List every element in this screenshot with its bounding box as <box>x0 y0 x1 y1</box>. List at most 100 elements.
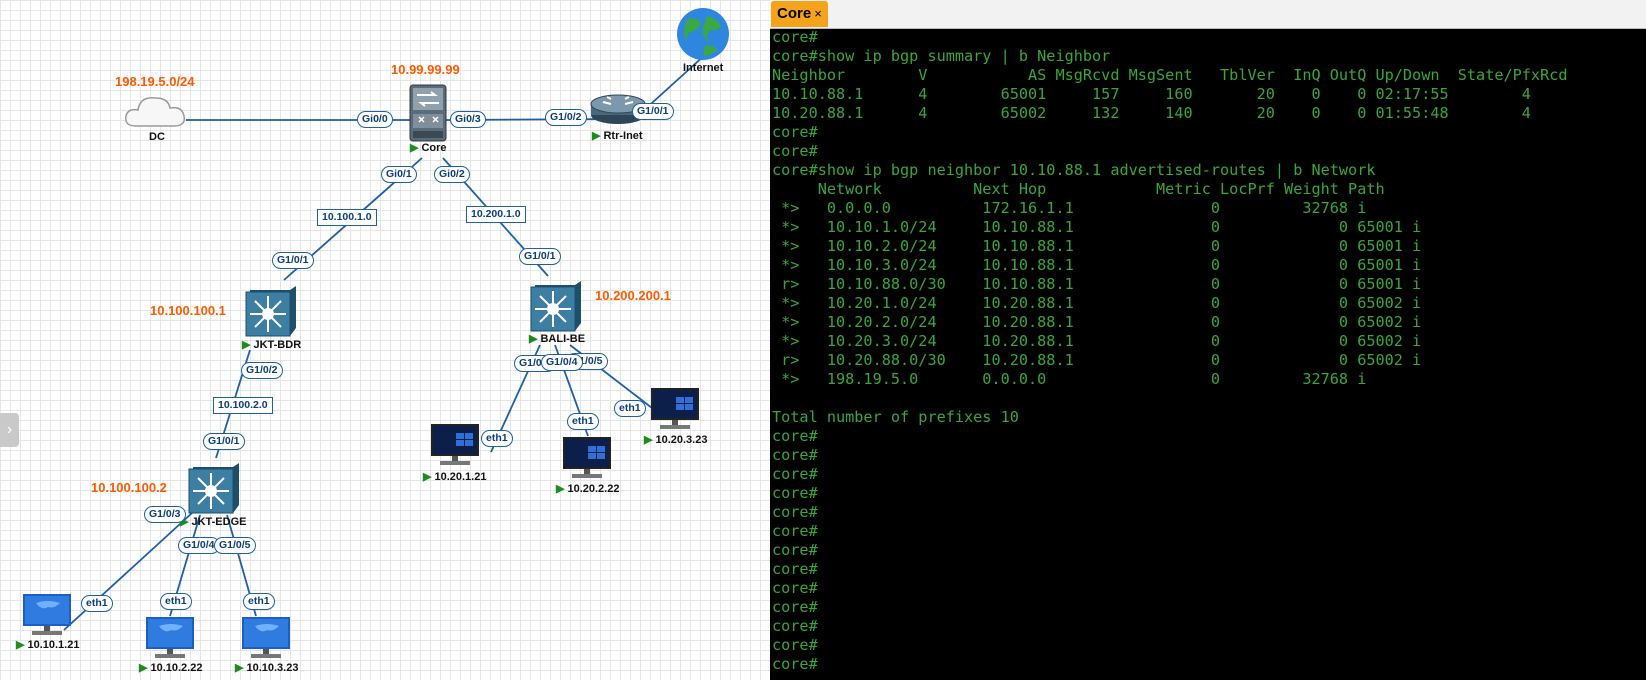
rtr-inet-name: Rtr-Inet <box>603 130 643 142</box>
bali-be-ip-label: 10.200.200.1 <box>595 288 671 303</box>
play-triangle-icon: ▶ <box>529 333 538 345</box>
play-triangle-icon: ▶ <box>139 662 148 674</box>
dc-label: DC <box>149 131 165 143</box>
port-core-gi0-3[interactable]: Gi0/3 <box>450 111 486 128</box>
pc-monitor-icon <box>242 617 290 658</box>
chevron-right-icon: › <box>6 421 13 438</box>
terminal-line: Total number of prefixes 10 <box>772 408 1019 426</box>
tab-core[interactable]: Core× <box>771 1 828 27</box>
port-pc1022-eth1[interactable]: eth1 <box>160 593 192 610</box>
core-node[interactable] <box>409 84 447 147</box>
pc-10-20-2-22-label: ▶10.20.2.22 <box>556 482 619 495</box>
close-icon[interactable]: × <box>814 6 822 21</box>
port-pc2021-eth1[interactable]: eth1 <box>481 430 513 447</box>
port-pc2022-eth1[interactable]: eth1 <box>567 413 599 430</box>
topology-links <box>63 53 707 631</box>
port-core-gi0-1[interactable]: Gi0/1 <box>381 166 417 183</box>
terminal-line: r> 10.10.88.0/30 10.10.88.1 0 0 65001 i <box>772 275 1422 293</box>
port-bali-g1-0-4[interactable]: G1/0/4 <box>541 354 583 371</box>
subnet-core-bdr[interactable]: 10.100.1.0 <box>317 209 377 226</box>
terminal-line: core# <box>772 465 818 483</box>
play-triangle-icon: ▶ <box>592 130 601 142</box>
pc-10-10-3-23[interactable] <box>241 616 291 665</box>
terminal-line: core# <box>772 579 818 597</box>
terminal-line: *> 10.20.2.0/24 10.20.88.1 0 0 65002 i <box>772 313 1422 331</box>
terminal-panel[interactable]: Core× core#core#show ip bgp summary | b … <box>770 0 1646 680</box>
terminal-line: core# <box>772 541 818 559</box>
port-bali-g1-0-1[interactable]: G1/0/1 <box>519 248 561 265</box>
port-core-gi0-0[interactable]: Gi0/0 <box>357 111 393 128</box>
topology-canvas[interactable]: 198.19.5.0/24 10.99.99.99 10.100.100.1 1… <box>0 0 770 680</box>
pc-monitor-icon <box>23 594 71 635</box>
play-triangle-icon: ▶ <box>556 483 565 495</box>
bali-be-node[interactable] <box>529 279 583 338</box>
internet-label: Internet <box>683 62 724 74</box>
terminal-line: core# <box>772 522 818 540</box>
terminal-line: *> 0.0.0.0 172.16.1.1 0 32768 i <box>772 199 1367 217</box>
pc-10-20-3-23[interactable] <box>650 387 700 436</box>
pc-10-10-1-21-label: ▶10.10.1.21 <box>16 638 79 651</box>
pc-monitor-icon <box>146 617 194 658</box>
terminal-line: 10.10.88.1 4 65001 157 160 20 0 0 02:17:… <box>772 85 1531 103</box>
l3-switch-icon <box>188 463 239 514</box>
port-pc1023-eth1[interactable]: eth1 <box>243 593 275 610</box>
pc-10-20-1-21-label: ▶10.20.1.21 <box>423 470 486 483</box>
port-pc2023-eth1[interactable]: eth1 <box>614 400 646 417</box>
subnet-core-bali[interactable]: 10.200.1.0 <box>466 206 526 223</box>
terminal-line: *> 10.20.1.0/24 10.20.88.1 0 0 65002 i <box>772 294 1422 312</box>
port-rtr-g1-0-1[interactable]: G1/0/1 <box>632 103 674 120</box>
subnet-bdr-edge[interactable]: 10.100.2.0 <box>213 397 273 414</box>
terminal-line <box>772 389 1568 408</box>
jkt-edge-node[interactable] <box>187 461 241 520</box>
dc-network-label: 198.19.5.0/24 <box>115 74 195 89</box>
port-edge-g1-0-4[interactable]: G1/0/4 <box>178 537 220 554</box>
terminal-line: *> 10.10.2.0/24 10.10.88.1 0 0 65001 i <box>772 237 1422 255</box>
port-core-gi0-2[interactable]: Gi0/2 <box>434 166 470 183</box>
collapse-panel-button[interactable]: › <box>0 413 19 447</box>
terminal-line: core# <box>772 484 818 502</box>
rtr-inet-label: ▶Rtr-Inet <box>592 129 643 142</box>
terminal-line: core# <box>772 427 818 445</box>
jkt-bdr-ip-label: 10.100.100.1 <box>150 303 226 318</box>
play-triangle-icon: ▶ <box>235 662 244 674</box>
terminal-line: core# <box>772 123 818 141</box>
l3-switch-icon <box>530 281 581 332</box>
port-pc1021-eth1[interactable]: eth1 <box>81 595 113 612</box>
terminal-line: core# <box>772 617 818 635</box>
play-triangle-icon: ▶ <box>644 434 653 446</box>
link-edge-pc1 <box>63 512 193 631</box>
rtr-inet-node[interactable] <box>589 92 647 131</box>
terminal-line: *> 10.20.3.0/24 10.20.88.1 0 0 65002 i <box>772 332 1422 350</box>
terminal-line: core# <box>772 503 818 521</box>
jkt-bdr-node[interactable] <box>244 284 298 343</box>
play-triangle-icon: ▶ <box>180 516 189 528</box>
pc-10-10-2-22[interactable] <box>145 616 195 665</box>
pc-10-10-1-21-name: 10.10.1.21 <box>27 639 80 651</box>
port-bdr-g1-0-1[interactable]: G1/0/1 <box>272 252 314 269</box>
port-edge-g1-0-3[interactable]: G1/0/3 <box>144 506 186 523</box>
port-edge-g1-0-5[interactable]: G1/0/5 <box>214 537 256 554</box>
jkt-edge-name: JKT-EDGE <box>191 516 247 528</box>
l3-switch-icon <box>245 286 296 337</box>
pc-monitor-icon <box>651 388 699 429</box>
port-rtr-g1-0-2[interactable]: G1/0/2 <box>545 109 587 126</box>
pc-10-20-1-21[interactable] <box>430 423 480 472</box>
internet-node[interactable] <box>675 6 731 67</box>
dc-node[interactable] <box>124 92 188 137</box>
terminal-output[interactable]: core#core#show ip bgp summary | b Neighb… <box>772 28 1568 674</box>
core-label: ▶Core <box>410 141 447 154</box>
jkt-bdr-name: JKT-BDR <box>253 339 302 351</box>
terminal-line: r> 10.20.88.0/30 10.20.88.1 0 0 65002 i <box>772 351 1422 369</box>
port-bdr-g1-0-2[interactable]: G1/0/2 <box>241 362 283 379</box>
play-triangle-icon: ▶ <box>16 639 25 651</box>
pc-10-10-2-22-name: 10.10.2.22 <box>150 662 203 674</box>
pc-10-20-1-21-name: 10.20.1.21 <box>434 471 487 483</box>
port-edge-g1-0-1[interactable]: G1/0/1 <box>203 433 245 450</box>
terminal-line: core# <box>772 655 818 673</box>
bali-be-label: ▶BALI-BE <box>529 332 585 345</box>
pc-10-20-2-22[interactable] <box>562 436 612 485</box>
terminal-line: core# <box>772 142 818 160</box>
switch-icon <box>409 84 447 142</box>
pc-10-10-1-21[interactable] <box>22 593 72 642</box>
tab-core-label: Core <box>777 5 812 22</box>
